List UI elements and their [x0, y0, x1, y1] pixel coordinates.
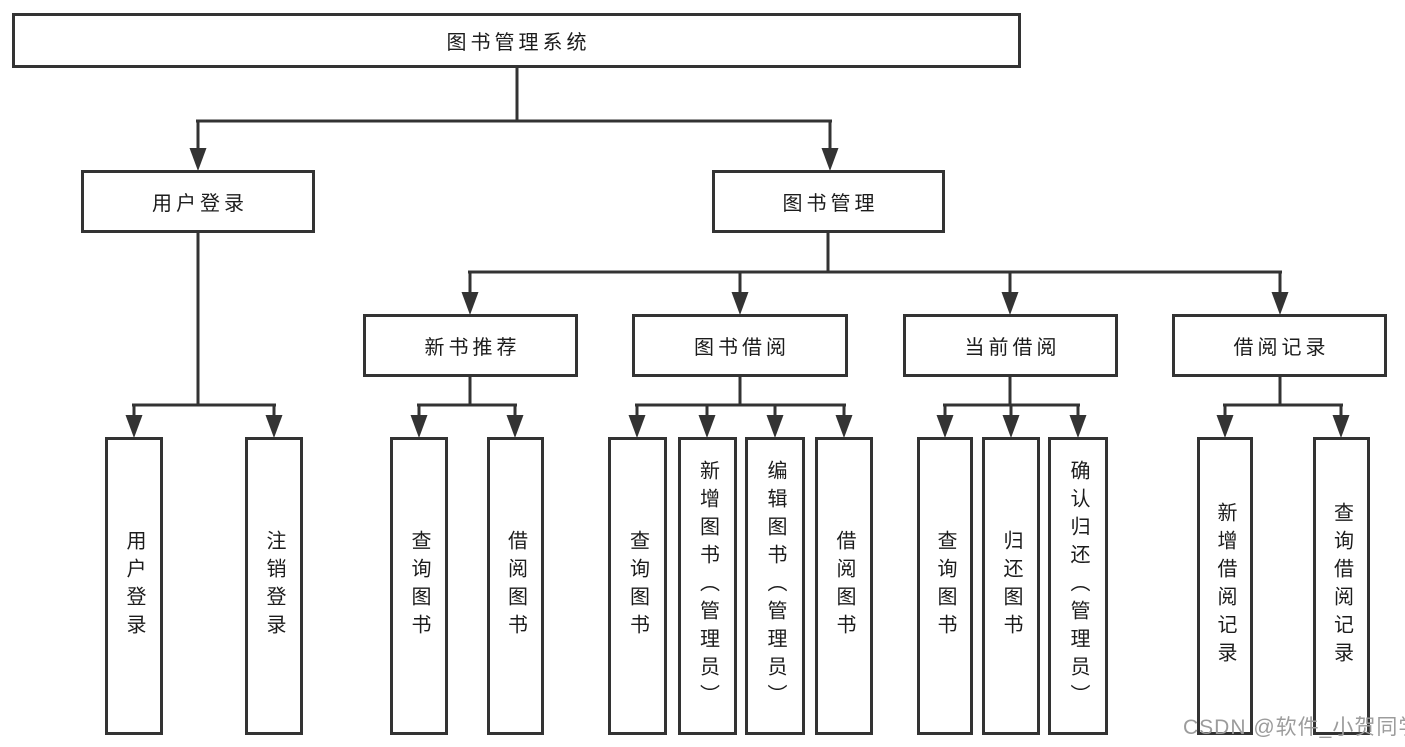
node-user-login: 用户登录 [81, 170, 315, 233]
csdn-watermark: CSDN @软件_小贺同学 [1183, 716, 1405, 739]
leaf-add-borrow-record: 新增借阅记录 [1197, 437, 1253, 735]
leaf-query-borrow-record: 查询借阅记录 [1313, 437, 1370, 735]
leaf-query-books-borrowing: 查询图书 [608, 437, 667, 735]
node-borrowing-records: 借阅记录 [1172, 314, 1387, 377]
leaf-user-login: 用户登录 [105, 437, 163, 735]
leaf-return-books: 归还图书 [982, 437, 1040, 735]
leaf-query-books-recommend: 查询图书 [390, 437, 448, 735]
leaf-confirm-return-admin: 确认归还（管理员） [1048, 437, 1108, 735]
leaf-borrow-books-recommend: 借阅图书 [487, 437, 544, 735]
leaf-add-book-admin: 新增图书（管理员） [678, 437, 737, 735]
node-book-management: 图书管理 [712, 170, 945, 233]
leaf-logout: 注销登录 [245, 437, 303, 735]
node-new-book-recommend: 新书推荐 [363, 314, 578, 377]
node-library-system: 图书管理系统 [12, 13, 1021, 68]
node-book-borrowing: 图书借阅 [632, 314, 848, 377]
leaf-edit-book-admin: 编辑图书（管理员） [745, 437, 805, 735]
node-current-borrowing: 当前借阅 [903, 314, 1118, 377]
leaf-borrow-books-borrowing: 借阅图书 [815, 437, 873, 735]
leaf-query-books-current: 查询图书 [917, 437, 973, 735]
